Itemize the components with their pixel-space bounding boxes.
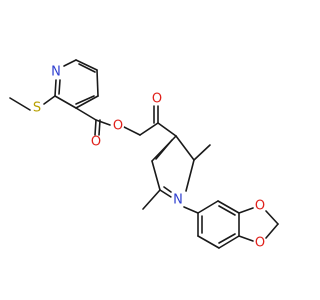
label-background xyxy=(31,102,43,114)
bond xyxy=(265,223,279,239)
atom-label: O xyxy=(255,199,265,214)
bond xyxy=(54,95,77,109)
bond xyxy=(217,200,240,214)
bond xyxy=(218,205,236,216)
bond xyxy=(43,95,56,105)
bond xyxy=(58,79,61,95)
molecule-structure: N S O O O N O O xyxy=(9,59,279,251)
bond xyxy=(98,119,101,136)
bond xyxy=(75,59,98,71)
label-background xyxy=(112,120,124,132)
bond xyxy=(139,122,159,136)
bond xyxy=(95,119,111,126)
dioxole-oxygen-upper: O xyxy=(254,199,266,214)
bond xyxy=(75,95,99,109)
label-background xyxy=(254,237,266,249)
bond xyxy=(218,233,236,244)
atom-label: O xyxy=(255,236,265,251)
bond xyxy=(142,189,161,210)
bond xyxy=(175,135,195,161)
bond xyxy=(157,122,177,137)
bond xyxy=(9,97,31,111)
bonds xyxy=(9,59,279,249)
bond xyxy=(63,59,77,67)
bond xyxy=(94,119,97,136)
atom-label: N xyxy=(51,65,61,80)
bond xyxy=(265,210,279,225)
atom-label: N xyxy=(173,193,183,208)
bond xyxy=(238,235,254,242)
bond xyxy=(197,200,219,214)
label-background xyxy=(171,193,185,207)
bond xyxy=(123,126,141,136)
ketone-oxygen: O xyxy=(151,92,163,107)
bond xyxy=(54,79,57,97)
label-background xyxy=(254,200,266,212)
atom-label: O xyxy=(113,119,123,134)
atom-labels: N S O O O N O O xyxy=(31,65,266,251)
atom-label: O xyxy=(152,92,162,107)
bond xyxy=(96,69,99,97)
atom-label: O xyxy=(91,135,101,150)
label-background xyxy=(90,136,102,148)
pyrrole-nitrogen: N xyxy=(171,193,185,208)
bond xyxy=(75,107,97,121)
pyridine-nitrogen: N xyxy=(50,65,62,80)
bond xyxy=(183,206,199,214)
thioether-sulfur: S xyxy=(31,101,43,116)
bond xyxy=(218,235,240,249)
atom-label: S xyxy=(33,101,41,116)
bond xyxy=(197,235,220,249)
bond xyxy=(151,160,161,191)
bond xyxy=(75,95,95,105)
bond xyxy=(185,159,195,192)
label-background xyxy=(50,66,62,78)
ester-oxygen: O xyxy=(112,119,124,134)
bond xyxy=(155,139,173,160)
label-background xyxy=(151,93,163,105)
bond xyxy=(78,63,96,73)
bond xyxy=(238,207,254,214)
ester-carbonyl-oxygen: O xyxy=(90,135,102,150)
bond xyxy=(193,144,211,161)
bond xyxy=(163,186,172,193)
dioxole-oxygen-lower: O xyxy=(254,236,266,251)
bond xyxy=(159,189,172,198)
